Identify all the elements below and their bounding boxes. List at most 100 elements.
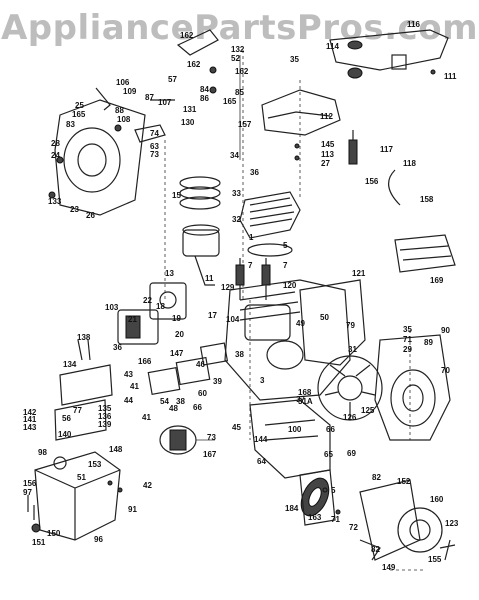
part-callout: 24 [51,151,60,160]
part-callout: 82 [372,473,381,482]
recoil-starter [359,479,443,571]
part-callout: 97 [23,488,32,497]
part-callout: 15 [172,191,181,200]
part-callout: 56 [62,414,71,423]
part-callout: 1 [249,233,254,242]
part-callout: 70 [441,366,450,375]
part-callout: 35 [290,55,299,64]
part-callout: 88 [115,106,124,115]
cylinder-head [239,191,301,257]
part-callout: 43 [124,370,133,379]
part-callout: 74 [150,129,159,138]
part-callout: 89 [424,338,433,347]
part-callout: 121 [352,269,366,278]
part-callout: 96 [94,535,103,544]
part-callout: 107 [158,98,172,107]
part-callout: 113 [321,150,334,159]
part-callout: 130 [181,118,195,127]
part-callout: 34 [230,151,239,160]
part-callout: 65 [324,450,333,459]
part-callout: 103 [105,303,119,312]
part-callout: 136 [98,412,112,421]
part-callout: 152 [397,477,411,486]
part-callout: 83 [66,120,75,129]
part-callout: 5 [283,241,288,250]
part-callout: 142 [23,408,37,417]
part-callout: 39 [213,377,222,386]
part-callout: 163 [308,513,322,522]
part-callout: 129 [221,283,235,292]
part-callout: 135 [98,404,112,413]
part-callout: 41 [130,382,139,391]
part-callout: 5 [331,486,336,495]
part-callout: 23 [70,205,79,214]
flywheel [317,355,383,421]
part-callout: 27 [321,159,330,168]
part-callout: 131 [183,105,197,114]
part-callout: 153 [88,460,102,469]
part-callout: 120 [283,281,297,290]
part-callout: 140 [58,430,72,439]
part-callout: 156 [23,479,37,488]
part-callout: 19 [172,314,181,323]
part-callout: 64 [257,457,266,466]
governor-linkage [134,29,241,160]
part-callout: 100 [288,425,302,434]
part-callout: 63 [150,142,159,151]
part-callout: 42 [143,481,152,490]
part-callout: 143 [23,423,37,432]
part-callout: 112 [320,112,333,121]
part-callout: 72 [349,523,358,532]
part-callout: 57 [168,75,177,84]
part-callout: 118 [403,159,416,168]
part-callout: 104 [226,315,240,324]
part-callout: 141 [23,415,37,424]
part-callout: 37 [296,395,305,404]
recoil-pulley-tire [299,469,336,526]
part-callout: 50 [320,313,329,322]
part-callout: 17 [208,311,217,320]
part-callout: 31A [298,397,313,406]
part-callout: 166 [138,357,152,366]
part-callout: 157 [238,120,252,129]
part-callout: 90 [441,326,450,335]
part-callout: 144 [254,435,268,444]
part-callout: 60 [198,389,207,398]
part-callout: 150 [47,529,61,538]
part-callout: 167 [203,450,217,459]
spark-plug [348,130,401,206]
part-callout: 7 [248,261,253,270]
part-callout: 28 [51,139,60,148]
part-callout: 162 [180,31,194,40]
top-cover-plate [394,234,456,273]
fuel-tank [31,451,121,541]
part-callout: 133 [48,197,62,206]
part-callout: 26 [86,211,95,220]
part-callout: 145 [321,140,335,149]
part-callout: 31 [348,345,357,354]
part-callout: 11 [205,274,214,283]
part-callout: 35 [403,325,412,334]
part-callout: 114 [326,42,339,51]
part-callout: 162 [187,60,201,69]
blower-housing-top [261,89,341,136]
part-callout: 86 [200,94,209,103]
part-callout: 138 [77,333,91,342]
part-callout: 160 [430,495,444,504]
part-callout: 156 [365,177,379,186]
part-callout: 82 [371,545,380,554]
throttle-bracket [54,339,113,441]
part-callout: 123 [445,519,459,528]
part-callout: 66 [326,425,335,434]
part-callout: 71 [331,515,340,524]
part-callout: 71 [403,335,412,344]
part-callout: 45 [232,423,241,432]
part-callout: 29 [403,345,412,354]
part-callout: 125 [361,406,375,415]
part-callout: 184 [285,504,299,513]
part-callout: 18 [156,302,165,311]
part-callout: 168 [298,388,312,397]
part-callout: 41 [142,413,151,422]
